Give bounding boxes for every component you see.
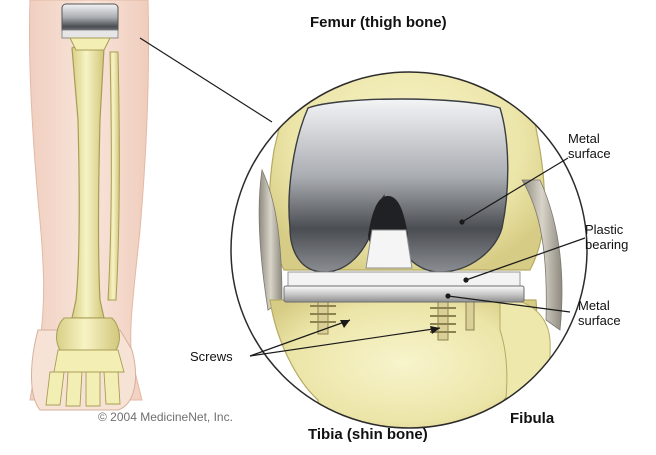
label-plastic-bearing-line2: bearing [585,237,629,252]
label-plastic-bearing-line1: Plastic [585,222,624,237]
leader-plastic-bearing [465,237,586,281]
label-metal-surface-top-line2: surface [568,146,611,161]
leader-metal-surface-top [461,157,569,223]
leader-dot-plastic [463,277,469,283]
label-fibula: Fibula [510,410,555,427]
label-tibia: Tibia (shin bone) [308,426,428,443]
leader-screw-right [249,327,441,357]
leader-screw-left [249,319,351,357]
leader-metal-surface-bottom [447,295,571,313]
label-metal-surface-bottom-line1: Metal [578,298,610,313]
label-femur: Femur (thigh bone) [310,14,447,31]
screw-arrowheads [340,320,440,334]
label-plastic-bearing: Plastic bearing [585,222,628,252]
label-metal-surface-bottom: Metal surface [578,298,621,328]
magnified-knee [230,71,588,429]
label-metal-surface-top-line1: Metal [568,131,600,146]
copyright-notice: © 2004 MedicineNet, Inc. [98,410,233,424]
leader-dot-metal-top [459,219,465,225]
magnify-connector [139,37,273,123]
leader-dot-metal-bottom [445,293,451,299]
label-screws: Screws [190,349,233,364]
leg-overview [28,0,150,411]
leader-lines [139,37,586,357]
label-metal-surface-bottom-line2: surface [578,313,621,328]
label-metal-surface-top: Metal surface [568,131,611,161]
